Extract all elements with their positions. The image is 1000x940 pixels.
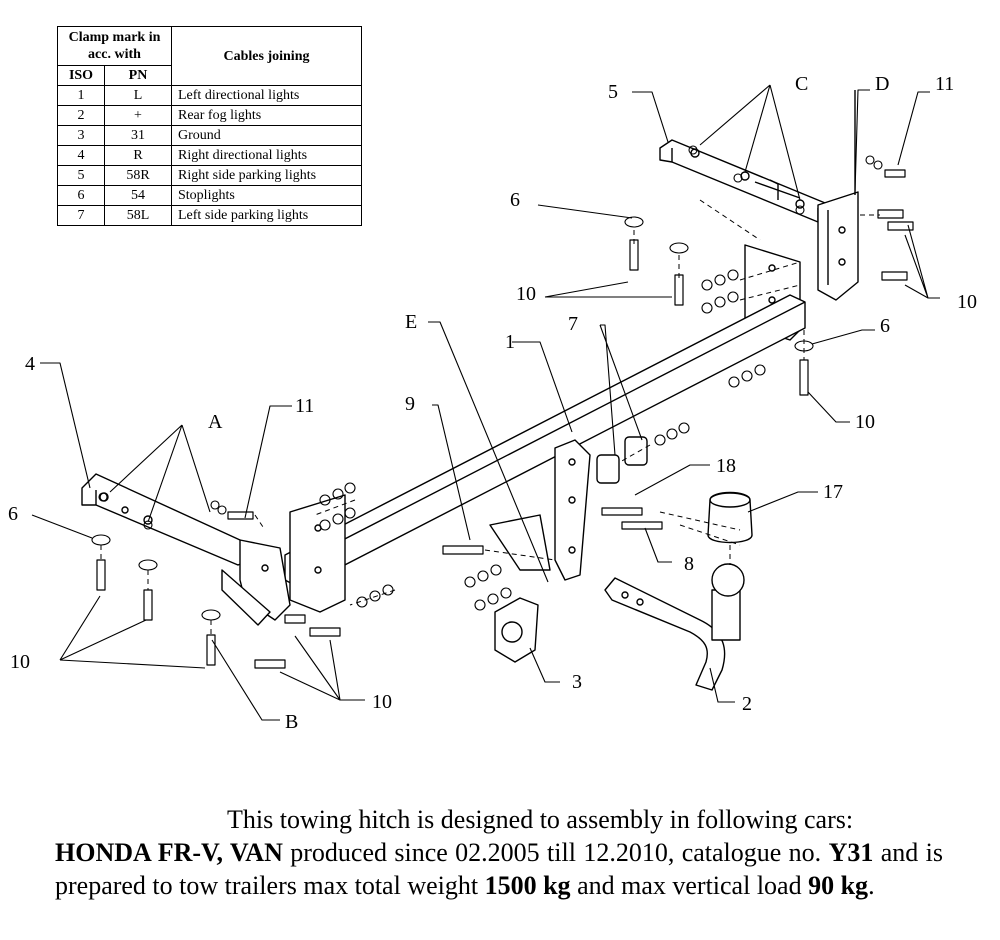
callout-A: A [208, 411, 223, 433]
production-period: produced since 02.2005 till 12.2010, cat… [282, 838, 822, 867]
header-iso: ISO [57, 65, 105, 86]
callout-7: 7 [568, 313, 578, 335]
leader-lines [31, 84, 940, 721]
vehicle-model: HONDA FR-V, VAN [55, 838, 283, 867]
callout-6-right: 6 [880, 315, 890, 337]
callout-10-bottom: 10 [372, 691, 392, 713]
tow-ball-part-2 [604, 563, 745, 691]
left-side-plate-B [221, 539, 291, 626]
washers-and-nuts [91, 145, 883, 621]
left-mount-plate [289, 494, 346, 613]
callout-D: D [875, 73, 889, 95]
table-row: 2+Rear fog lights [57, 105, 362, 126]
pn-cell: 58L [104, 205, 172, 226]
callout-10-left: 10 [10, 651, 30, 673]
callout-10-top-left: 10 [516, 283, 536, 305]
callout-6-left: 6 [8, 503, 18, 525]
callout-11-left: 11 [295, 395, 314, 417]
callout-11-right: 11 [935, 73, 954, 95]
header-cables-joining: Cables joining [171, 26, 362, 86]
callout-6-top: 6 [510, 189, 520, 211]
tow-text: and is prepared to tow trailers max tota… [55, 838, 944, 900]
max-vertical-load: 90 kg [808, 871, 869, 900]
socket-plate-part-3 [494, 597, 539, 663]
cable-cell: Right directional lights [171, 145, 362, 166]
cable-cell: Rear fog lights [171, 105, 362, 126]
spacer-blocks-part-7 [596, 436, 648, 484]
ball-cover-part-17 [707, 491, 753, 544]
callout-4: 4 [25, 353, 35, 375]
callout-18: 18 [716, 455, 736, 477]
right-bracket-part-5 [659, 139, 831, 226]
description-line-1: This towing hitch is designed to assembl… [227, 805, 854, 834]
callout-17: 17 [823, 481, 843, 503]
description-body: HONDA FR-V, VAN produced since 02.2005 t… [55, 836, 943, 902]
callout-C: C [795, 73, 808, 95]
vehicle-description: This towing hitch is designed to assembl… [55, 803, 943, 902]
header-clamp-mark: Clamp mark in acc. with [57, 26, 172, 66]
left-bracket-part-4 [81, 473, 251, 566]
catalogue-number: Y31 [828, 838, 874, 867]
bolts-part-10 [96, 169, 914, 669]
right-side-plate-D [817, 90, 859, 301]
callout-10-top-right: 10 [957, 291, 977, 313]
cable-cell: Stoplights [171, 185, 362, 206]
max-trailer-weight: 1500 kg [484, 871, 571, 900]
period: . [868, 871, 875, 900]
callout-2: 2 [742, 693, 752, 715]
cable-cell: Right side parking lights [171, 165, 362, 186]
callout-B: B [285, 711, 298, 733]
callout-5: 5 [608, 81, 618, 103]
callout-labels: 5 C D 11 6 10 10 6 10 E 1 7 9 4 A 11 6 1… [8, 73, 977, 733]
and-max-text: and max vertical load [570, 871, 809, 900]
ball-mount-plate-E [489, 439, 591, 581]
callout-10-right: 10 [855, 411, 875, 433]
callout-9: 9 [405, 393, 415, 415]
callout-3: 3 [572, 671, 582, 693]
cable-cell: Left side parking lights [171, 205, 362, 226]
assembly-dashed-lines [100, 199, 880, 635]
cables-joining-table: Clamp mark in acc. with Cables joining I… [57, 26, 362, 226]
callout-E: E [405, 311, 417, 333]
callout-1: 1 [505, 331, 515, 353]
callout-8: 8 [684, 553, 694, 575]
